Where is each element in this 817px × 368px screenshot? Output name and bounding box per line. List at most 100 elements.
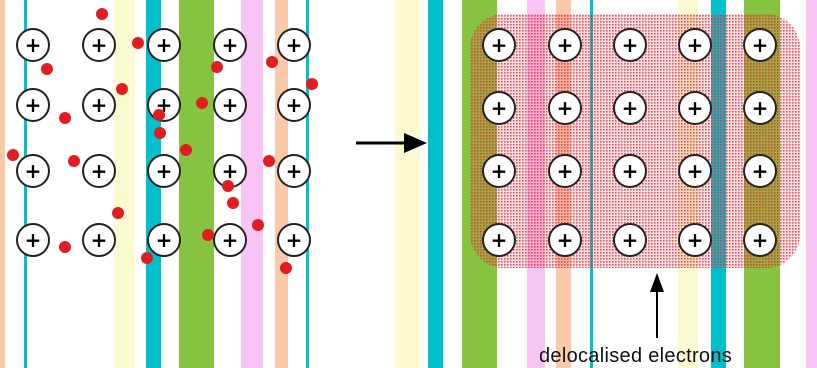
electron-icon <box>280 262 292 274</box>
electron-icon <box>132 37 144 49</box>
positive-ion-icon: + <box>743 154 777 188</box>
positive-ions-right: + + + + + + + + + + + + + + + + + + + + <box>482 28 777 257</box>
ion-charge-label: + <box>156 159 173 183</box>
delocalised-electrons-label: delocalised electrons <box>539 345 732 367</box>
positive-ion-icon: + <box>678 28 712 62</box>
electron-icon <box>222 180 234 192</box>
positive-ion-icon: + <box>482 154 516 188</box>
stripe <box>806 0 817 368</box>
electron-icon <box>306 78 318 90</box>
ion-charge-label: + <box>25 33 42 57</box>
positive-ion-icon: + <box>548 91 582 125</box>
positive-ion-icon: + <box>678 154 712 188</box>
ion-charge-label: + <box>91 93 108 117</box>
stripe <box>306 0 309 368</box>
positive-ion-icon: + <box>82 223 116 257</box>
ion-charge-label: + <box>687 159 704 183</box>
positive-ion-icon: + <box>548 154 582 188</box>
ion-charge-label: + <box>156 33 173 57</box>
electron-icon <box>227 197 239 209</box>
ion-charge-label: + <box>491 33 508 57</box>
ion-charge-label: + <box>286 228 303 252</box>
ion-charge-label: + <box>286 93 303 117</box>
positive-ion-icon: + <box>613 154 647 188</box>
electron-icon <box>59 241 71 253</box>
electron-icon <box>154 127 166 139</box>
positive-ion-icon: + <box>613 28 647 62</box>
ion-charge-label: + <box>687 228 704 252</box>
positive-ion-icon: + <box>482 91 516 125</box>
positive-ion-icon: + <box>277 28 311 62</box>
ion-charge-label: + <box>491 159 508 183</box>
positive-ion-icon: + <box>277 88 311 122</box>
electron-icon <box>68 155 80 167</box>
free-electrons <box>7 8 318 274</box>
electron-icon <box>59 112 71 124</box>
ion-charge-label: + <box>91 159 108 183</box>
electron-icon <box>7 149 19 161</box>
positive-ion-icon: + <box>548 223 582 257</box>
electron-icon <box>41 63 53 75</box>
ion-charge-label: + <box>687 96 704 120</box>
positive-ion-icon: + <box>482 28 516 62</box>
positive-ion-icon: + <box>147 28 181 62</box>
ion-charge-label: + <box>491 96 508 120</box>
ion-charge-label: + <box>222 228 239 252</box>
electron-icon <box>252 219 264 231</box>
ion-charge-label: + <box>222 159 239 183</box>
stripe <box>179 0 214 368</box>
ion-charge-label: + <box>752 159 769 183</box>
positive-ion-icon: + <box>213 154 247 188</box>
right-arrow-icon <box>356 133 427 153</box>
ion-charge-label: + <box>557 33 574 57</box>
electron-icon <box>202 229 214 241</box>
positive-ion-icon: + <box>678 223 712 257</box>
positive-ion-icon: + <box>82 88 116 122</box>
positive-ion-icon: + <box>277 154 311 188</box>
positive-ion-icon: + <box>213 28 247 62</box>
ion-charge-label: + <box>491 228 508 252</box>
positive-ion-icon: + <box>16 154 50 188</box>
electron-icon <box>211 61 223 73</box>
positive-ion-icon: + <box>743 28 777 62</box>
positive-ion-icon: + <box>613 91 647 125</box>
ion-charge-label: + <box>752 33 769 57</box>
stripe <box>428 0 443 368</box>
ion-charge-label: + <box>286 33 303 57</box>
stripe <box>0 0 5 368</box>
positive-ion-icon: + <box>613 223 647 257</box>
electron-icon <box>153 109 165 121</box>
positive-ion-icon: + <box>16 28 50 62</box>
positive-ion-icon: + <box>82 154 116 188</box>
electron-icon <box>180 144 192 156</box>
ion-charge-label: + <box>622 228 639 252</box>
positive-ion-icon: + <box>147 154 181 188</box>
ion-charge-label: + <box>25 228 42 252</box>
ion-charge-label: + <box>752 228 769 252</box>
positive-ion-icon: + <box>548 28 582 62</box>
ion-charge-label: + <box>91 33 108 57</box>
positive-ion-icon: + <box>743 223 777 257</box>
positive-ion-icon: + <box>16 223 50 257</box>
ion-charge-label: + <box>222 93 239 117</box>
positive-ion-icon: + <box>82 28 116 62</box>
stripe <box>114 0 135 368</box>
ion-charge-label: + <box>622 159 639 183</box>
electron-icon <box>196 97 208 109</box>
ion-charge-label: + <box>687 33 704 57</box>
positive-ions-left: ++++++++++++++++++++ <box>16 28 311 257</box>
positive-ion-icon: + <box>277 223 311 257</box>
ion-charge-label: + <box>286 159 303 183</box>
ion-charge-label: + <box>622 96 639 120</box>
ion-charge-label: + <box>557 228 574 252</box>
up-arrow-icon <box>650 273 664 338</box>
stripe <box>395 0 420 368</box>
stripe <box>241 0 263 368</box>
positive-ion-icon: + <box>213 88 247 122</box>
electron-icon <box>116 83 128 95</box>
ion-charge-label: + <box>752 96 769 120</box>
ion-charge-label: + <box>91 228 108 252</box>
positive-ion-icon: + <box>743 91 777 125</box>
